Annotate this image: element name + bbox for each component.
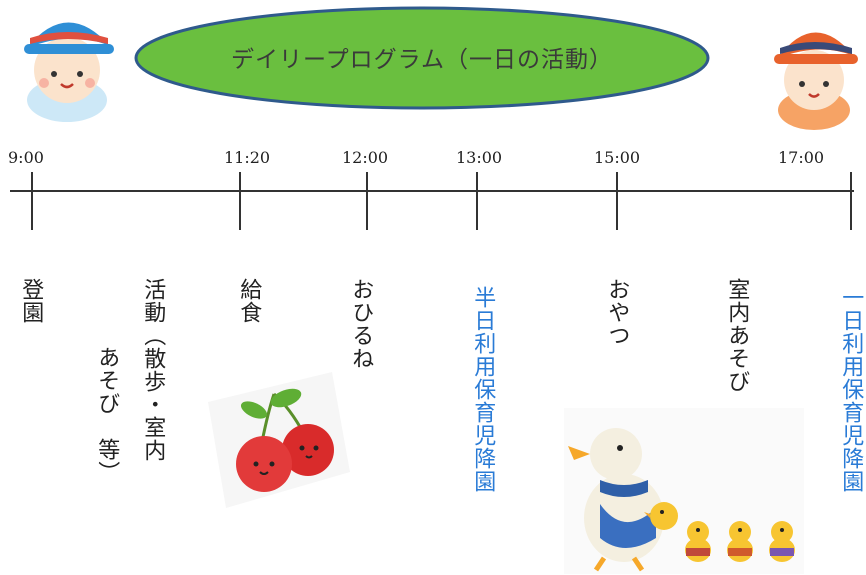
time-label-1120: 11:20 xyxy=(224,148,271,167)
time-label-1200: 12:00 xyxy=(342,148,389,167)
activity-indoor-play: 室内あそび xyxy=(724,278,750,393)
activity-lunch: 給食 xyxy=(236,278,262,324)
timeline-tick xyxy=(239,172,241,230)
timeline-tick xyxy=(616,172,618,230)
activity-nap: おひるね xyxy=(348,278,374,370)
time-label-1500: 15:00 xyxy=(594,148,641,167)
page-title: デイリープログラム（一日の活動） xyxy=(231,47,613,73)
child-orange-hat-icon xyxy=(774,32,858,130)
title-banner xyxy=(134,6,710,110)
child-blue-hat-icon xyxy=(24,22,114,122)
activity-arrival: 登園 xyxy=(18,278,44,324)
activity-main-line1: 活動（散歩・室内 xyxy=(140,278,166,462)
timeline-axis xyxy=(10,190,854,192)
cherries-icon xyxy=(208,372,350,508)
activity-full-day-pickup: 一日利用保育児降園 xyxy=(838,286,864,493)
activity-main-line2: あそび 等） xyxy=(94,346,120,484)
activity-half-day-pickup: 半日利用保育児降園 xyxy=(470,286,496,493)
time-label-0900: 9:00 xyxy=(8,148,44,167)
timeline-tick xyxy=(366,172,368,230)
timeline-tick xyxy=(476,172,478,230)
timeline-tick xyxy=(850,172,852,230)
ducks-family-icon xyxy=(564,408,804,574)
time-label-1700: 17:00 xyxy=(778,148,825,167)
activity-snack: おやつ xyxy=(604,278,630,347)
timeline-tick xyxy=(31,172,33,230)
time-label-1300: 13:00 xyxy=(456,148,503,167)
